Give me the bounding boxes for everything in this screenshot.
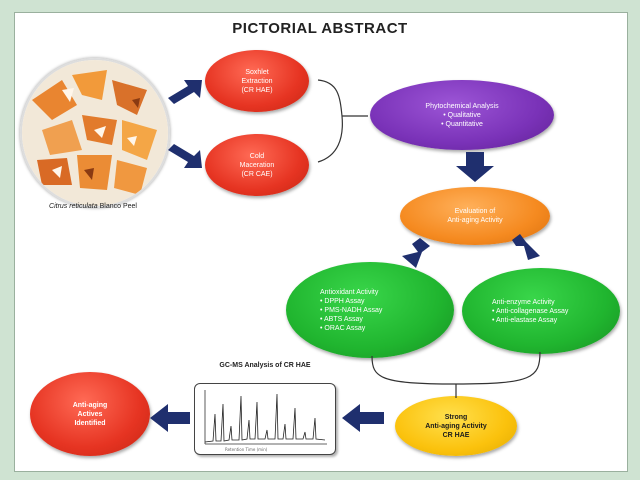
anti-enzyme-activity-node: Anti-enzyme Activity • Anti-collagenase …: [462, 268, 620, 354]
antioxidant-item-dpph: • DPPH Assay: [320, 297, 365, 305]
cold-maceration-node: Cold Maceration (CR CAE): [205, 134, 309, 196]
antioxidant-heading: Antioxidant Activity: [320, 288, 379, 296]
caption-species: Citrus reticulata: [49, 203, 98, 210]
cold-line-3: (CR CAE): [241, 170, 273, 178]
phyto-line-1: Phytochemical Analysis: [425, 102, 499, 110]
gcms-axis-label: Retention Time (min): [225, 447, 268, 452]
phytochemical-analysis-node: Phytochemical Analysis • Qualitative • Q…: [370, 80, 554, 150]
phyto-line-2: • Qualitative: [443, 111, 481, 119]
arrow-to-soxhlet: [168, 80, 202, 104]
evaluation-line-2: Anti-aging Activity: [447, 217, 503, 224]
soxhlet-line-2: Extraction: [241, 77, 273, 85]
actives-line-3: Identified: [74, 419, 106, 427]
phyto-line-3: • Quantitative: [441, 120, 483, 128]
strong-line-2: Anti-aging Activity: [425, 422, 487, 430]
evaluation-node: Evaluation of Anti-aging Activity: [400, 187, 550, 245]
cold-line-2: Maceration: [239, 161, 275, 169]
gcms-chromatogram: Retention Time (min): [194, 383, 336, 455]
antienzyme-item-elastase: • Anti-elastase Assay: [492, 316, 558, 324]
antioxidant-activity-node: Antioxidant Activity • DPPH Assay • PMS-…: [286, 262, 454, 358]
strong-line-3: CR HAE: [442, 431, 470, 439]
cold-line-1: Cold: [249, 152, 265, 160]
antioxidant-item-abts: • ABTS Assay: [320, 315, 363, 323]
peel-caption: Citrus reticulata Blanco Peel: [22, 203, 164, 210]
antienzyme-heading: Anti-enzyme Activity: [492, 298, 555, 306]
peel-photo: [20, 58, 170, 208]
soxhlet-line-3: (CR HAE): [241, 86, 273, 94]
antioxidant-item-orac: • ORAC Assay: [320, 324, 366, 332]
evaluation-line-1: Evaluation of: [454, 208, 496, 215]
page-title: PICTORIAL ABSTRACT: [232, 20, 408, 37]
strong-activity-node: Strong Anti-aging Activity CR HAE: [395, 396, 517, 456]
soxhlet-line-1: Soxhlet: [245, 68, 269, 76]
gcms-title: GC-MS Analysis of CR HAE: [219, 362, 311, 369]
soxhlet-extraction-node: Soxhlet Extraction (CR HAE): [205, 50, 309, 112]
caption-part: Blanco Peel: [99, 203, 137, 210]
antienzyme-item-collagenase: • Anti-collagenase Assay: [492, 307, 569, 315]
arrow-to-cold: [168, 144, 202, 168]
actives-line-1: Anti-aging: [72, 401, 108, 409]
actives-line-2: Actives: [77, 410, 103, 418]
actives-identified-node: Anti-aging Actives Identified: [30, 372, 150, 456]
antioxidant-item-pms: • PMS-NADH Assay: [320, 306, 383, 314]
strong-line-1: Strong: [444, 413, 468, 421]
